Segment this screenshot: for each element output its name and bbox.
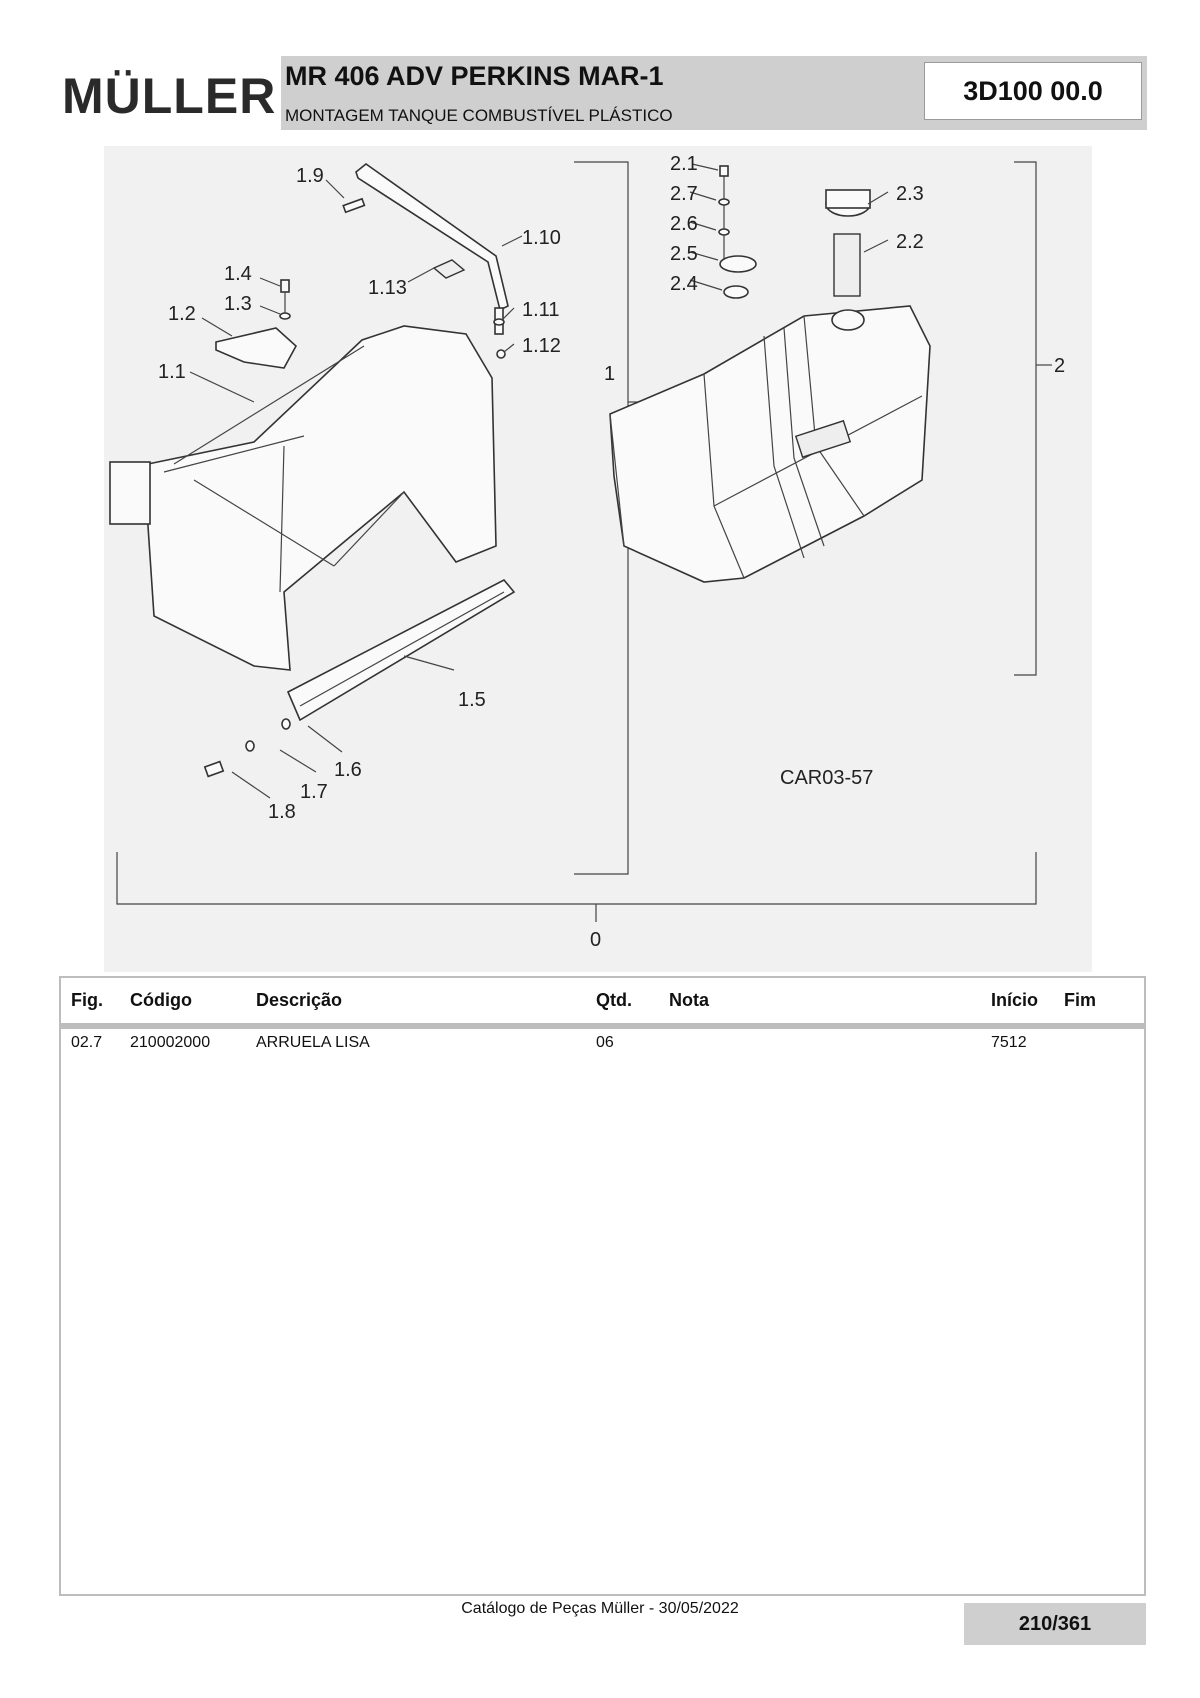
callout-0: 0 <box>590 929 601 951</box>
callout-2: 2 <box>1054 355 1065 377</box>
strap-part <box>355 162 509 312</box>
bolt-part <box>280 279 290 293</box>
callout-1-8: 1.8 <box>268 801 296 823</box>
exploded-parts-drawing: 1.9 1.10 1.4 1.3 1.13 1.2 1.11 1.12 1.1 … <box>104 146 1092 972</box>
callout-2-4: 2.4 <box>670 273 698 295</box>
frame-details <box>163 345 405 593</box>
washer-2-7 <box>718 198 730 206</box>
cell-inicio: 7512 <box>991 1034 1027 1051</box>
washer-1-11 <box>493 318 505 326</box>
callout-2-6: 2.6 <box>670 213 698 235</box>
callout-1-4: 1.4 <box>224 263 252 285</box>
cell-descricao: ARRUELA LISA <box>256 1034 370 1051</box>
nut-1-12 <box>496 349 506 359</box>
col-descricao: Descrição <box>256 990 343 1010</box>
callout-1-5: 1.5 <box>458 689 486 711</box>
oring-2-4 <box>723 285 749 299</box>
washer-1-7 <box>245 740 255 752</box>
washer-1-6 <box>281 718 291 730</box>
brand-logo: MÜLLER <box>62 68 277 124</box>
leader-lines <box>189 163 889 799</box>
pad-part <box>432 259 466 279</box>
bolt-1-8 <box>203 760 225 778</box>
page-subtitle: MONTAGEM TANQUE COMBUSTÍVEL PLÁSTICO <box>285 106 673 125</box>
strainer-2-2 <box>833 233 861 297</box>
cell-fig: 02.7 <box>71 1034 103 1051</box>
callout-1-9: 1.9 <box>296 165 324 187</box>
pin-part <box>342 197 366 214</box>
callout-1-6: 1.6 <box>334 759 362 781</box>
callout-1-10: 1.10 <box>522 227 561 249</box>
washer-2-6 <box>718 228 730 236</box>
ring-2-5 <box>719 255 757 273</box>
drawing-reference: CAR03-57 <box>780 767 873 789</box>
neck-2 <box>831 309 865 331</box>
col-fig: Fig. <box>71 990 103 1010</box>
callout-1-3: 1.3 <box>224 293 252 315</box>
fuel-tank <box>609 305 931 583</box>
callout-1-12: 1.12 <box>522 335 561 357</box>
callout-2-2: 2.2 <box>896 231 924 253</box>
callout-2-7: 2.7 <box>670 183 698 205</box>
col-codigo: Código <box>130 990 192 1010</box>
callout-1-13: 1.13 <box>368 277 407 299</box>
col-qtd: Qtd. <box>596 990 632 1010</box>
screw-2-1 <box>719 165 729 177</box>
tank-support-frame <box>147 325 497 671</box>
tank-label-plate <box>794 419 852 459</box>
callout-1-2: 1.2 <box>168 303 196 325</box>
bracket-assembly-2 <box>1014 161 1037 676</box>
callout-2-5: 2.5 <box>670 243 698 265</box>
callout-1: 1 <box>604 363 615 385</box>
cell-codigo: 210002000 <box>130 1034 211 1051</box>
catalog-code: 3D100 00.0 <box>924 62 1142 120</box>
table-header: Fig. Código Descrição Qtd. Nota Início F… <box>61 978 1144 1029</box>
page-number: 210/361 <box>964 1603 1146 1645</box>
washer-part <box>279 312 291 320</box>
col-fim: Fim <box>1064 990 1097 1010</box>
footer-catalog-date: Catálogo de Peças Müller - 30/05/2022 <box>461 1600 739 1617</box>
page-title: MR 406 ADV PERKINS MAR-1 <box>285 61 664 91</box>
col-inicio: Início <box>991 990 1039 1010</box>
fuel-tank-details <box>609 315 923 579</box>
plate-part <box>215 327 298 369</box>
cap-body <box>825 189 871 209</box>
callout-1-11: 1.11 <box>522 299 559 321</box>
col-nota: Nota <box>669 990 709 1010</box>
rail-detail <box>299 591 505 707</box>
parts-diagram-svg: 1.9 1.10 1.4 1.3 1.13 1.2 1.11 1.12 1.1 … <box>109 153 1065 951</box>
bracket-assembly-0 <box>116 852 1037 905</box>
callout-1-1: 1.1 <box>158 361 186 383</box>
parts-table: Fig. Código Descrição Qtd. Nota Início F… <box>59 976 1146 1596</box>
cell-qtd: 06 <box>596 1034 614 1051</box>
callout-2-3: 2.3 <box>896 183 924 205</box>
callout-1-7: 1.7 <box>300 781 328 803</box>
mounting-bracket <box>109 461 151 525</box>
callout-2-1: 2.1 <box>670 153 698 175</box>
